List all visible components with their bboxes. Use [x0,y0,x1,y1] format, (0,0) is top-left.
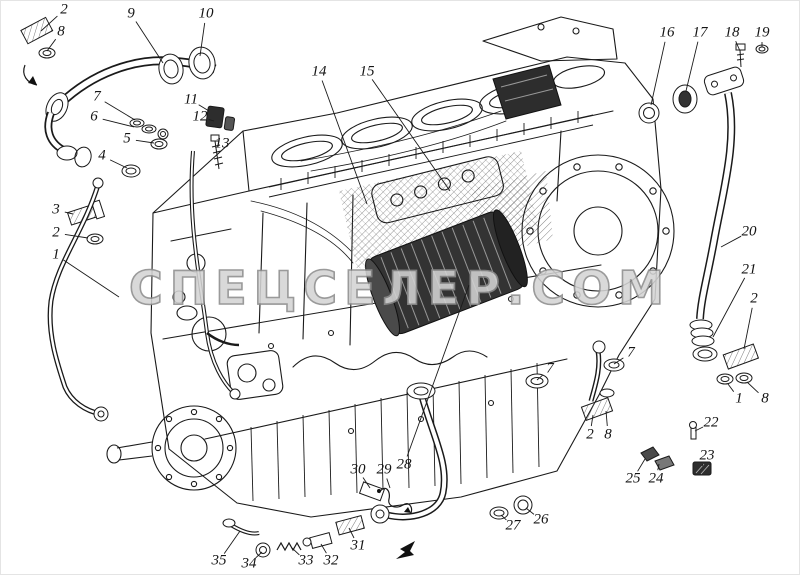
dipstick-assembly [525,340,625,422]
right-top-hardware [638,43,769,124]
leader-line [694,426,704,432]
leader-line [406,284,470,457]
leader-line [46,38,57,52]
leader-line [735,41,741,52]
leader-line [223,530,241,554]
fitting-right [716,343,760,385]
leader-line [536,374,544,381]
leader-line [605,410,608,427]
leader-lines [40,15,763,559]
ribbed-filter-cylinder [365,209,528,337]
left-hardware [66,105,236,245]
injection-pump [371,156,504,224]
leader-line [362,477,371,489]
leader-line [63,259,120,298]
leader-line [685,41,699,92]
leader-line [650,41,666,106]
leader-line [525,507,535,515]
leader-line [320,543,327,554]
leader-line [500,514,507,521]
leader-line [712,277,746,338]
leader-line [135,21,164,64]
leader-line [613,357,624,365]
leader-line [743,307,753,350]
oil-pan-ribs [250,362,540,502]
leader-line [657,463,660,471]
head-stud-row [268,111,594,198]
leader-line [64,211,74,215]
leader-line [701,463,704,467]
leader-line [109,159,128,169]
leader-line [199,22,206,57]
flywheel-housing [521,154,675,308]
breather-pipe [689,66,745,362]
leader-line [386,478,391,489]
leader-line [198,104,210,112]
fitting-top-left [20,16,56,86]
leader-line [590,414,594,427]
bottom-pipe [222,382,533,559]
leader-line [104,101,136,121]
leader-line [371,79,451,192]
bracket-hardware [640,421,712,476]
top-left-hose [44,46,217,168]
leader-line [102,118,135,128]
leader-line [135,139,155,144]
leader-line [348,527,355,539]
left-oil-tubes [47,150,241,422]
leader-line [255,551,263,559]
leader-line [720,235,742,248]
leader-line [208,119,215,122]
leader-line [727,383,735,392]
leader-line [746,381,759,394]
leader-line [321,80,368,205]
leader-line [291,547,300,556]
leader-line [637,458,646,472]
leader-line [40,15,58,32]
valve-port-ovals [271,65,606,168]
leader-line [64,233,89,239]
